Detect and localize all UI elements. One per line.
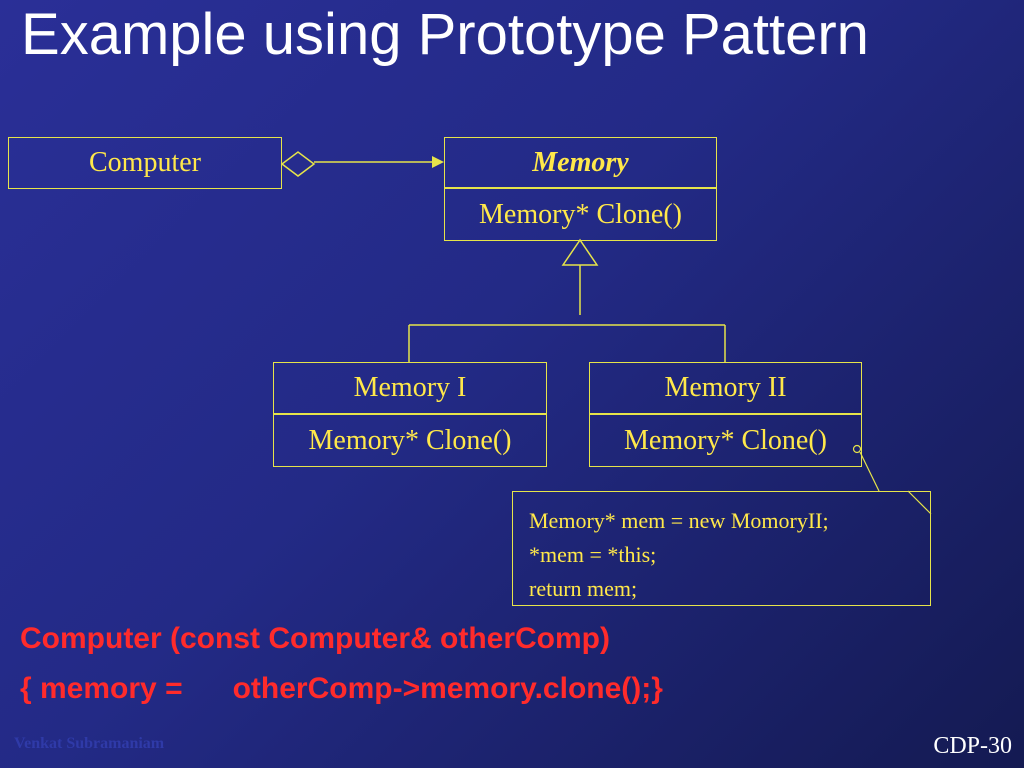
copy-constructor-body: { memory = otherComp->memory.clone();} [20, 672, 663, 705]
note-anchor-circle [852, 444, 862, 454]
memory-class-name: Memory [445, 138, 716, 189]
computer-class-name: Computer [89, 147, 201, 178]
clone-implementation-note: Memory* mem = new MomoryII; *mem = *this… [512, 491, 931, 606]
note-line: Memory* mem = new MomoryII; [529, 508, 829, 533]
memory-1-class-box: Memory I Memory* Clone() [273, 362, 547, 467]
aggregation-arrowhead [432, 156, 444, 168]
memory-class-method: Memory* Clone() [479, 198, 682, 230]
memory-2-class-method: Memory* Clone() [624, 424, 827, 456]
aggregation-diamond [280, 151, 316, 177]
inheritance-triangle [561, 238, 599, 266]
computer-class-box: Computer [8, 137, 282, 189]
memory-1-class-method: Memory* Clone() [308, 424, 512, 456]
memory-1-class-name: Memory I [274, 363, 546, 415]
note-anchor-line [859, 451, 880, 492]
note-dog-ear [907, 490, 932, 515]
note-line: return mem; [529, 576, 638, 601]
slide-number: CDP-30 [933, 733, 1012, 759]
copy-constructor-signature: Computer (const Computer& otherComp) [20, 622, 610, 655]
memory-2-class-name: Memory II [590, 363, 861, 415]
note-line: *mem = *this; [529, 542, 657, 567]
footer-author: Venkat Subramaniam [14, 735, 165, 752]
memory-2-class-box: Memory II Memory* Clone() [589, 362, 862, 467]
slide-title: Example using Prototype Pattern [21, 2, 869, 67]
memory-class-box: Memory Memory* Clone() [444, 137, 717, 241]
